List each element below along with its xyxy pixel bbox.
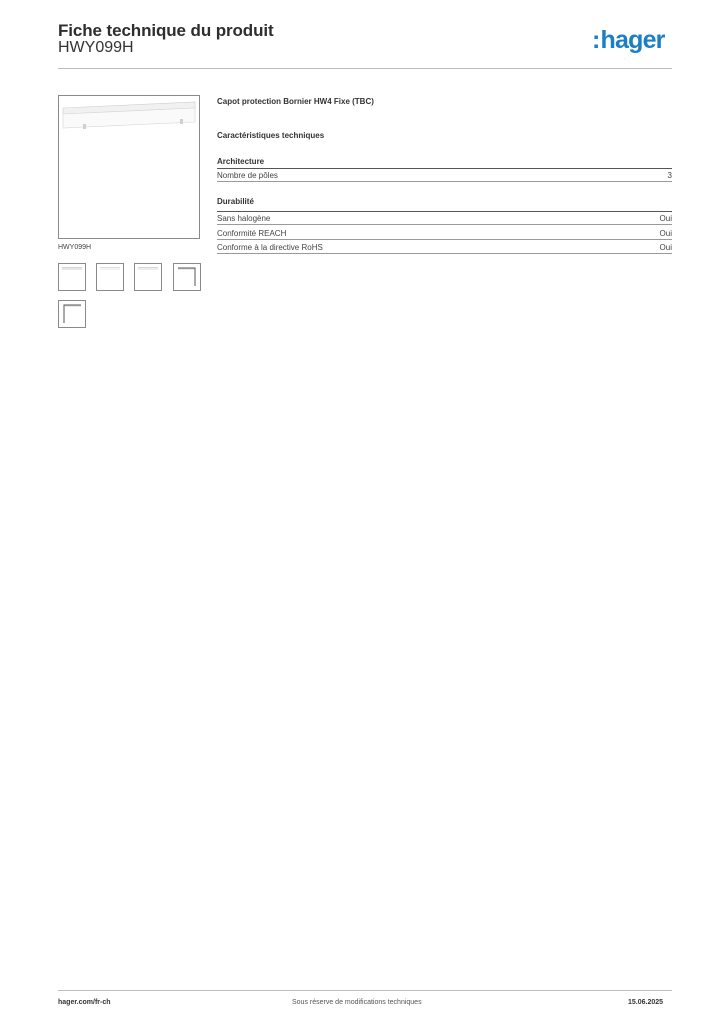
group-divider: [217, 211, 672, 212]
spec-row: Sans halogène Oui: [217, 212, 672, 225]
product-illustration: [62, 101, 196, 129]
thumbnail-4[interactable]: [173, 263, 201, 291]
side-profile-icon: [178, 267, 196, 286]
product-image[interactable]: [58, 95, 200, 239]
product-reference: HWY099H: [58, 39, 134, 56]
footer-divider: [58, 990, 672, 991]
thumbnail-5[interactable]: [58, 300, 86, 328]
spec-value: 3: [667, 171, 672, 180]
spec-label: Sans halogène: [217, 214, 271, 223]
front-view-icon: [138, 267, 158, 270]
spec-row: Conformité REACH Oui: [217, 227, 672, 240]
footer-website-link[interactable]: hager.com/fr-ch: [58, 999, 111, 1006]
spec-row: Conforme à la directive RoHS Oui: [217, 241, 672, 254]
product-name: Capot protection Bornier HW4 Fixe (TBC): [217, 97, 374, 106]
spec-value: Oui: [659, 243, 672, 252]
thumbnail-1[interactable]: [58, 263, 86, 291]
footer-notice: Sous réserve de modifications techniques: [292, 999, 422, 1006]
header-divider: [58, 68, 672, 69]
front-view-icon: [62, 267, 82, 270]
image-caption: HWY099H: [58, 244, 92, 251]
side-profile-icon: [63, 304, 81, 323]
spec-row: Nombre de pôles 3: [217, 169, 672, 182]
page-title: Fiche technique du produit: [58, 21, 274, 40]
hager-logo: :hager: [592, 26, 665, 54]
group-title-architecture: Architecture: [217, 157, 265, 166]
specs-section-title: Caractéristiques techniques: [217, 131, 325, 140]
spec-label: Nombre de pôles: [217, 171, 278, 180]
spec-label: Conforme à la directive RoHS: [217, 243, 323, 252]
thumbnail-2[interactable]: [96, 263, 124, 291]
group-divider: [217, 168, 672, 169]
logo-text: hager: [600, 26, 666, 54]
spec-label: Conformité REACH: [217, 229, 287, 238]
spec-value: Oui: [659, 229, 672, 238]
spec-value: Oui: [659, 214, 672, 223]
footer-date: 15.06.2025: [628, 999, 664, 1006]
logo-colon: :: [592, 26, 600, 54]
front-view-icon: [100, 267, 120, 270]
group-title-durability: Durabilité: [217, 197, 254, 206]
thumbnail-3[interactable]: [134, 263, 162, 291]
